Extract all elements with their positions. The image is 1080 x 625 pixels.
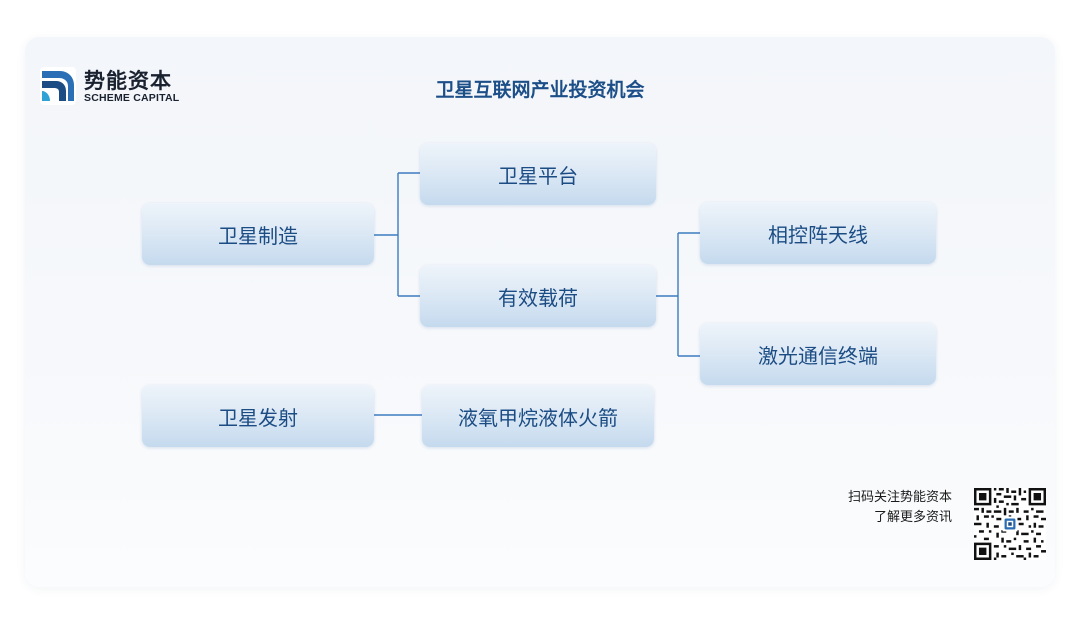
node-satellite-platform: 卫星平台 bbox=[420, 143, 656, 205]
node-laser-communication-terminal: 激光通信终端 bbox=[700, 323, 936, 385]
node-satellite-manufacturing: 卫星制造 bbox=[142, 203, 374, 265]
page-title: 卫星互联网产业投资机会 bbox=[435, 79, 645, 101]
node-methalox-rocket: 液氧甲烷液体火箭 bbox=[422, 385, 654, 447]
qr-caption: 扫码关注势能资本 了解更多资讯 bbox=[790, 488, 952, 528]
brand-name-cn: 势能资本 bbox=[84, 69, 172, 93]
brand-logo: 势能资本 SCHEME CAPITAL bbox=[40, 67, 190, 107]
qr-caption-line1: 扫码关注势能资本 bbox=[847, 490, 952, 505]
node-payload: 有效载荷 bbox=[420, 265, 656, 327]
scheme-capital-logo-icon bbox=[40, 67, 76, 105]
brand-name-en: SCHEME CAPITAL bbox=[84, 92, 180, 104]
qr-code-icon[interactable] bbox=[974, 488, 1046, 560]
node-satellite-launch: 卫星发射 bbox=[142, 385, 374, 447]
node-phased-array-antenna: 相控阵天线 bbox=[700, 202, 936, 264]
qr-caption-line2: 了解更多资讯 bbox=[873, 510, 952, 525]
